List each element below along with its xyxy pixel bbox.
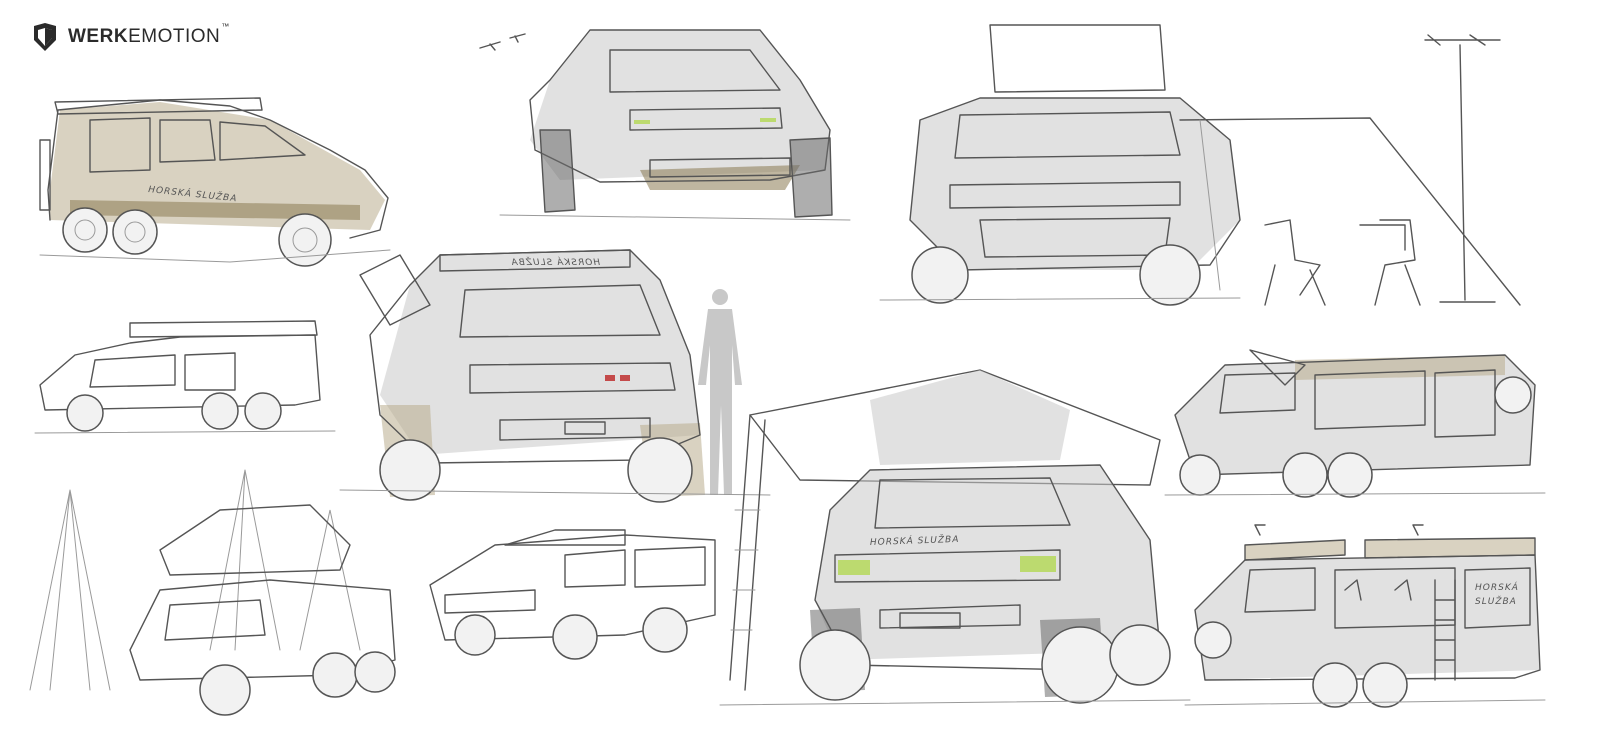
lift-arrow-left-icon — [1254, 524, 1266, 536]
rear-lettering-line1: HORSKÁ — [1475, 581, 1519, 593]
sketch-forest-rooftent — [29, 469, 396, 716]
hood-lettering: HORSKÁ SLUŽBA — [870, 533, 960, 548]
sketch-rear-quarter-rescue: HORSKÁ SLUŽBA — [1184, 524, 1546, 708]
mast-light — [1439, 44, 1496, 303]
ladder — [729, 414, 766, 691]
drone-icon — [479, 33, 526, 51]
camp-table — [1359, 224, 1406, 251]
sketch-front-quarter-drone — [479, 29, 851, 221]
rear-ladder — [1434, 579, 1456, 681]
roof-lettering: HORSKÁ SLUŽBA — [510, 256, 600, 268]
human-scale-silhouette — [698, 289, 742, 495]
tree-sketch — [29, 489, 111, 691]
sketch-camp-awning — [879, 24, 1521, 306]
sketch-pickup-side-lineart — [34, 320, 336, 434]
roof-tent-sketch — [159, 504, 351, 576]
spare-wheel — [1494, 376, 1532, 414]
rear-lettering-line2: SLUŽBA — [1475, 595, 1517, 607]
camp-chair-left — [1264, 219, 1326, 306]
shield-logo-icon — [34, 23, 56, 51]
brand-wordmark: WERKEMOTION™ — [68, 22, 230, 48]
arrow-decal-icon — [1344, 579, 1412, 601]
tent-canopy — [749, 369, 1161, 486]
sketch-pickup-side-rescue: HORSKÁ SLUŽBA — [39, 97, 391, 267]
lift-arrow-right-icon — [1412, 524, 1424, 536]
open-rear-hatch — [359, 254, 431, 326]
brand-name-bold: WERK — [68, 26, 129, 47]
floodlight-icon — [1424, 34, 1501, 46]
camp-chair-right — [1374, 219, 1421, 306]
sketch-rear-quarter-storage — [1164, 349, 1546, 498]
brand-name-regular: EMOTION — [128, 26, 221, 47]
sketch-hero-front-scale: HORSKÁ SLUŽBA — [339, 249, 771, 503]
sketch-rooftent-front: HORSKÁ SLUŽBA — [719, 369, 1191, 706]
sketch-front-quarter-lineart — [429, 529, 716, 660]
brand-trademark: ™ — [221, 21, 230, 31]
brand-logo: WERKEMOTION™ — [32, 22, 230, 52]
